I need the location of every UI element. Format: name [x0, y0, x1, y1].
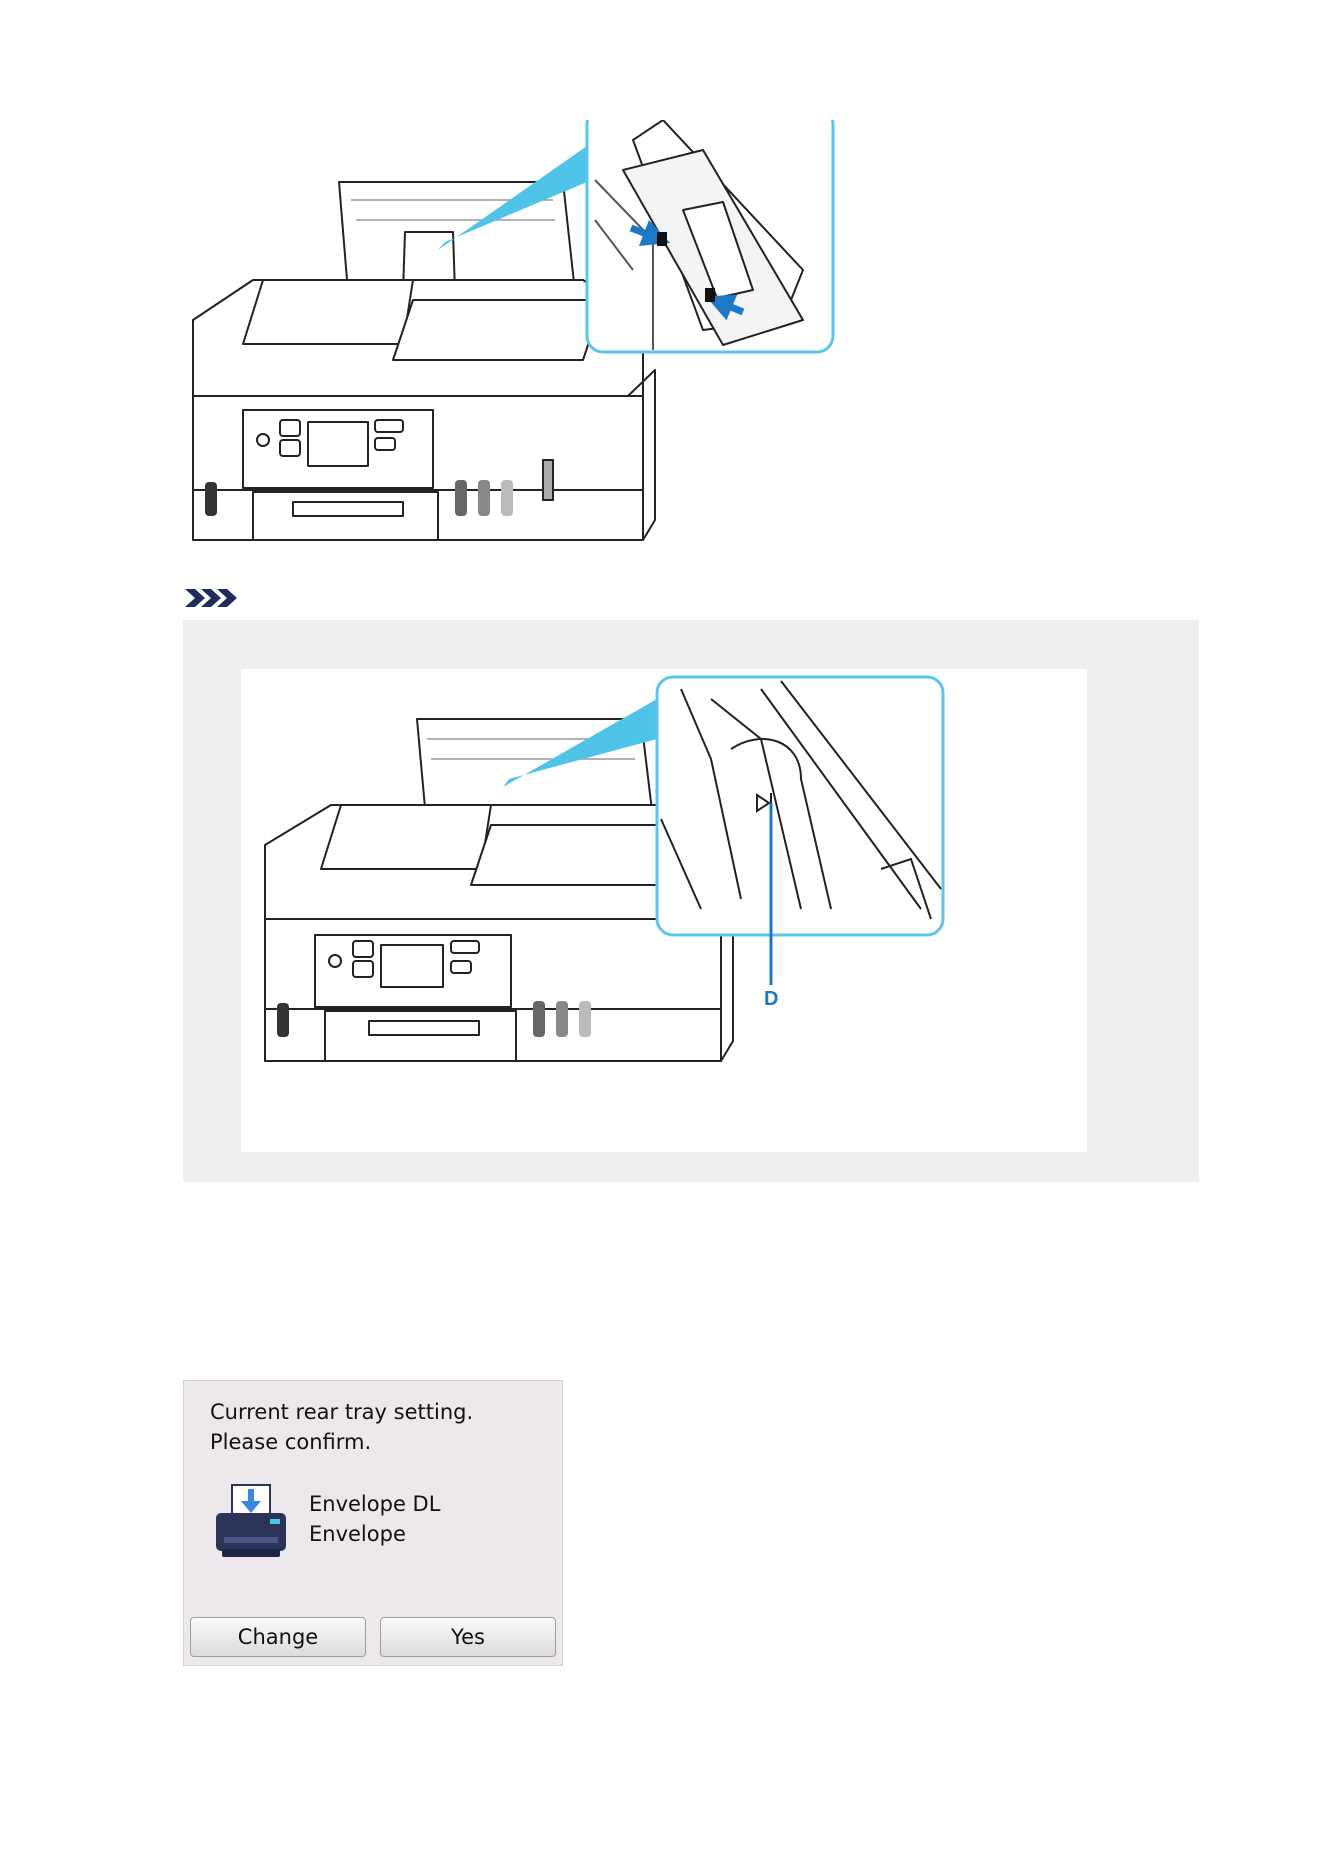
lcd-paper-type: Envelope: [309, 1519, 440, 1549]
lcd-paper-size: Envelope DL: [309, 1489, 440, 1519]
printer-rear-tray-illustration: [183, 120, 1003, 560]
note-chevrons-icon: [183, 587, 241, 609]
lcd-message: Current rear tray setting. Please confir…: [210, 1397, 473, 1457]
change-button[interactable]: Change: [190, 1617, 366, 1657]
lcd-message-line1: Current rear tray setting.: [210, 1397, 473, 1427]
lcd-message-line2: Please confirm.: [210, 1427, 473, 1457]
paper-guide-mark-illustration: D: [241, 669, 1087, 1152]
callout-label-d: D: [764, 988, 778, 1010]
rear-tray-paper-icon: [212, 1483, 290, 1559]
note-figure-panel: D: [241, 669, 1087, 1152]
printer-lcd-screen: Current rear tray setting. Please confir…: [183, 1380, 563, 1666]
note-box: D: [183, 620, 1199, 1182]
lcd-paper-info: Envelope DL Envelope: [309, 1489, 440, 1549]
yes-button[interactable]: Yes: [380, 1617, 556, 1657]
